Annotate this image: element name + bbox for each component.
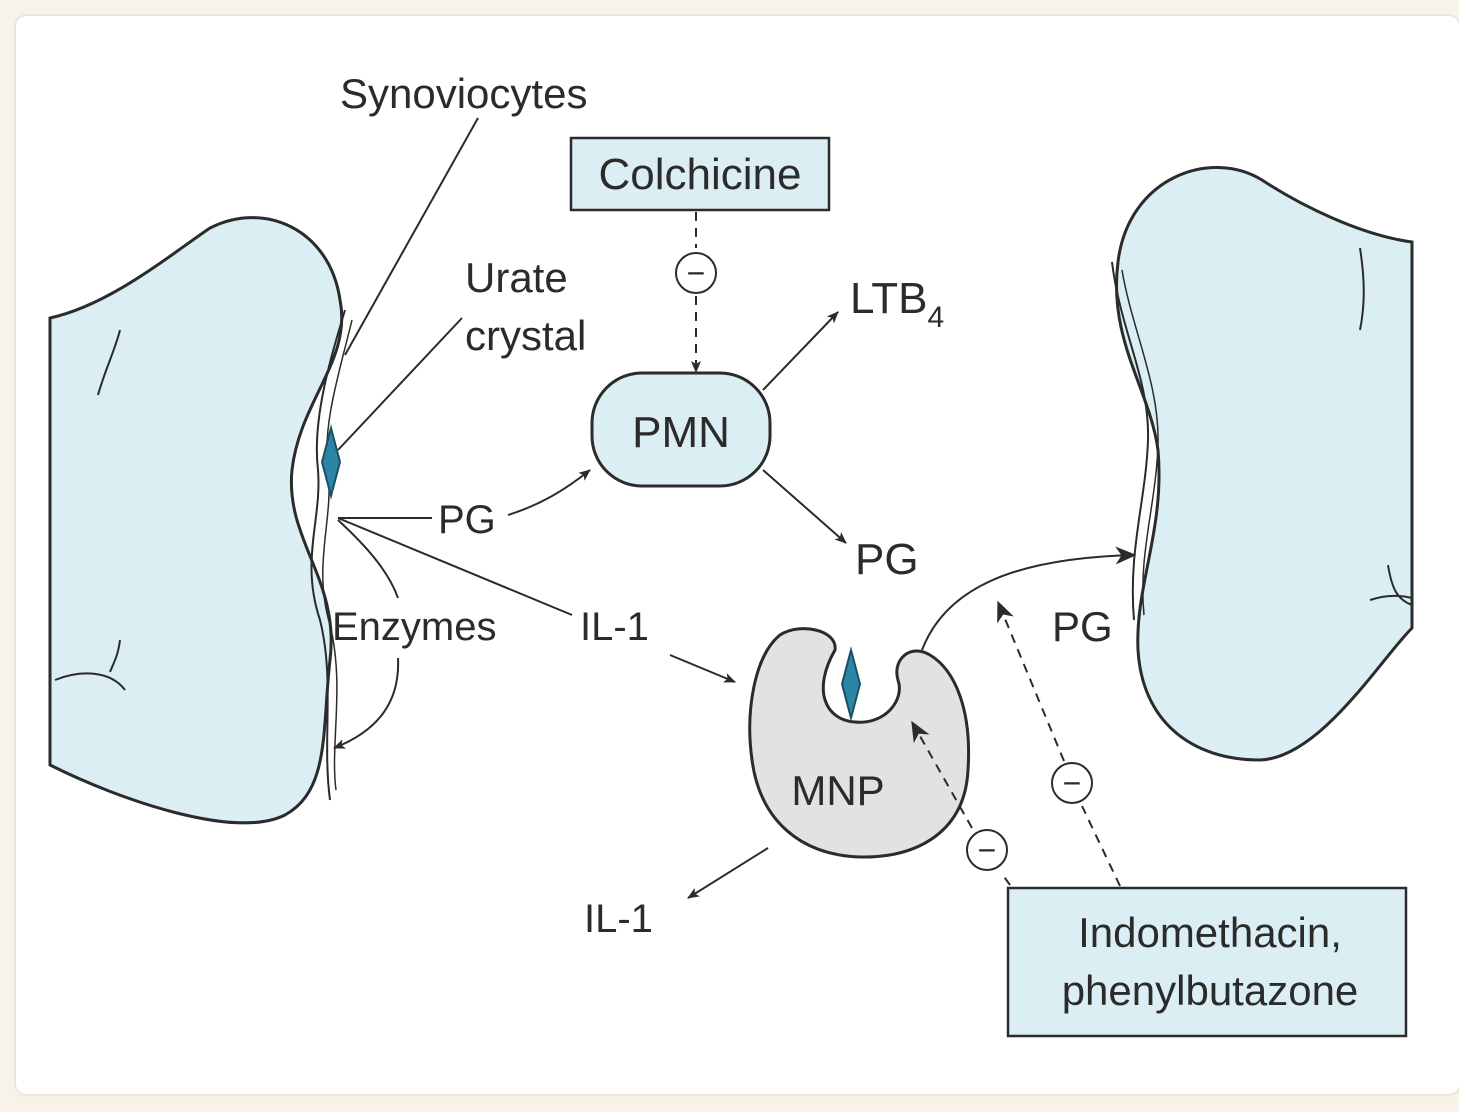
arrow-il1-mnp <box>669 654 736 683</box>
arrow-mnp-pg <box>921 546 1137 651</box>
drug-line2: phenylbutazone <box>1062 967 1359 1014</box>
line-crystal-enzymes <box>337 519 399 599</box>
urate-crystal <box>320 424 342 500</box>
left-bone-detail <box>97 329 121 396</box>
right-bone-detail <box>1359 247 1365 331</box>
drug-line1: Indomethacin, <box>1078 909 1342 956</box>
mnp-label: MNP <box>791 767 884 814</box>
right-bone <box>1115 166 1414 762</box>
il1-bottom-label: IL-1 <box>584 897 653 941</box>
drug-dash-right <box>1081 805 1121 887</box>
drug-box <box>1006 886 1408 1038</box>
colchicine-label: Colchicine <box>599 150 802 199</box>
ltb4-label: LTB4 <box>850 274 944 334</box>
urate-label-line1: Urate <box>465 254 568 301</box>
right-synovium-line <box>1121 269 1159 616</box>
urate-label-line2: crystal <box>465 312 586 359</box>
colchicine-box <box>569 136 831 212</box>
pmn-cell <box>590 371 772 488</box>
enzymes-label: Enzymes <box>332 605 497 649</box>
urate-leader <box>337 317 463 451</box>
mnp-cell <box>748 627 971 859</box>
synoviocytes-leader <box>344 117 479 356</box>
inhibit-sign: − <box>1063 765 1082 801</box>
drug-arrow-pg <box>997 600 1065 762</box>
pmn-label: PMN <box>632 408 730 457</box>
arrow-enzymes-bone <box>333 657 400 749</box>
left-bone <box>48 216 344 825</box>
drug-dash-left <box>1001 873 1011 886</box>
arrow-pg-pmn <box>507 469 591 516</box>
pg-right-label: PG <box>1052 603 1113 650</box>
right-bone-notch <box>1369 564 1413 606</box>
inhibit-icon <box>966 829 1008 871</box>
left-synovium-line <box>322 319 353 791</box>
pg-left-label: PG <box>438 498 496 542</box>
arrow-mnp-il1 <box>687 847 769 899</box>
inhibit-sign: − <box>687 255 706 291</box>
left-bone-notch <box>54 639 126 691</box>
arrow-pmn-ltb4 <box>762 311 839 391</box>
inhibit-sign: − <box>978 832 997 868</box>
inhibit-icon <box>675 252 717 294</box>
pg-from-pmn-label: PG <box>855 535 919 584</box>
drug-arrow-uptake <box>911 720 973 829</box>
left-synovium-line <box>310 309 346 801</box>
mnp-crystal <box>840 646 862 722</box>
synoviocytes-label: Synoviocytes <box>340 70 587 117</box>
arrow-pmn-pg <box>762 469 847 544</box>
il1-top-label: IL-1 <box>580 605 649 649</box>
line-crystal-il1 <box>337 517 573 616</box>
inhibit-icon <box>1051 762 1093 804</box>
